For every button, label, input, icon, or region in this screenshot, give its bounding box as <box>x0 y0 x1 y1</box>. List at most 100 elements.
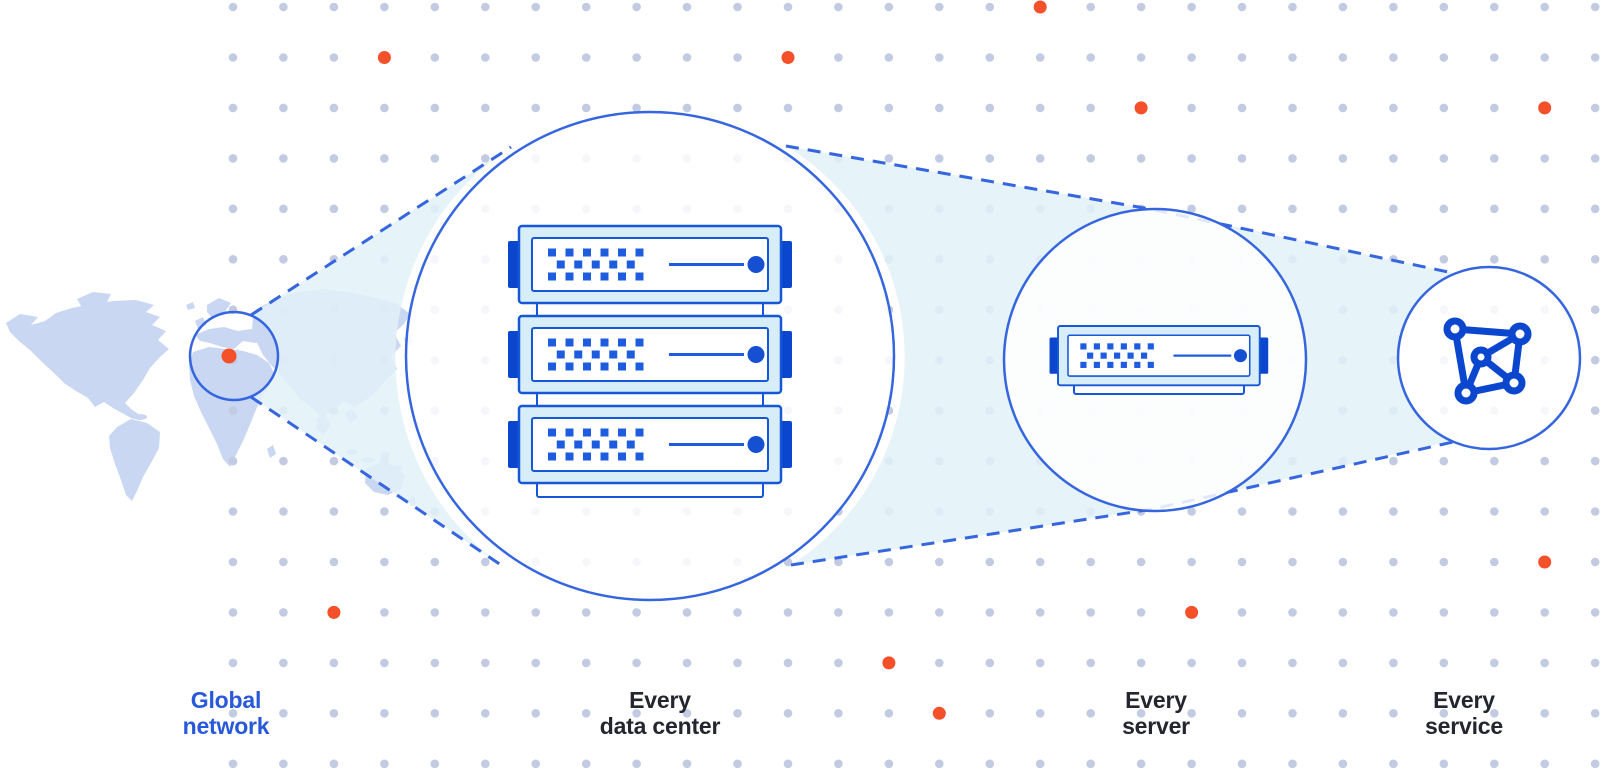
grid-dot <box>1439 456 1449 466</box>
grid-dot <box>481 103 490 113</box>
grid-dot <box>380 557 389 567</box>
grid-dot <box>884 103 894 113</box>
grid-dot <box>430 53 440 62</box>
grid-dot <box>1136 557 1146 567</box>
orange-dot <box>932 706 946 720</box>
orange-dot <box>1134 101 1148 115</box>
grid-dot <box>834 103 843 113</box>
grid-dot <box>985 709 995 718</box>
grid-dot <box>279 759 288 769</box>
orange-dot <box>377 51 391 64</box>
grid-dot <box>1540 53 1549 62</box>
grid-dot <box>1187 103 1196 113</box>
grid-dot <box>1590 204 1600 214</box>
grid-dot <box>380 103 389 113</box>
grid-dot <box>430 2 440 12</box>
grid-dot <box>1439 608 1449 617</box>
grid-dot <box>481 608 490 617</box>
label-every-data-center: Every data center <box>599 687 721 739</box>
grid-dot <box>884 557 894 567</box>
grid-dot <box>1439 53 1449 62</box>
grid-dot <box>985 154 995 163</box>
guide-top-right <box>785 144 1454 275</box>
grid-dot <box>279 53 288 62</box>
grid-dot <box>1187 53 1196 62</box>
grid-dot <box>279 154 288 163</box>
grid-dot <box>834 557 843 567</box>
guide-top-left <box>250 145 512 317</box>
grid-dot <box>430 709 440 718</box>
grid-dot <box>1540 759 1549 769</box>
grid-dot <box>1490 254 1499 264</box>
grid-dot <box>531 709 540 718</box>
grid-dot <box>430 759 440 769</box>
grid-dot <box>1590 305 1600 315</box>
grid-dot <box>481 53 490 62</box>
grid-dot <box>1187 759 1196 769</box>
grid-dot <box>1338 658 1348 668</box>
grid-dot <box>1439 103 1449 113</box>
grid-dot <box>581 658 591 668</box>
grid-dot <box>430 103 440 113</box>
grid-dot <box>1590 2 1600 12</box>
grid-dot <box>733 759 742 769</box>
grid-dot <box>1086 658 1095 668</box>
grid-dot <box>329 103 339 113</box>
grid-dot <box>279 709 288 718</box>
grid-dot <box>228 406 238 415</box>
grid-dot <box>1389 154 1398 163</box>
grid-dot <box>481 154 490 163</box>
grid-dot <box>884 154 894 163</box>
grid-dot <box>1086 557 1095 567</box>
grid-dot <box>279 2 288 12</box>
grid-dot <box>481 658 490 668</box>
location-marker-dot <box>221 348 237 364</box>
grid-dot <box>733 53 742 62</box>
grid-dot <box>1288 2 1297 12</box>
grid-dot <box>834 608 843 617</box>
grid-dot <box>279 608 288 617</box>
grid-dot <box>985 759 995 769</box>
grid-dot <box>1590 406 1600 415</box>
grid-dot <box>228 154 238 163</box>
grid-dot <box>1389 709 1398 718</box>
grid-dot <box>329 709 339 718</box>
label-every-service: Every service <box>1425 687 1503 739</box>
guide-bottom-right <box>790 440 1454 567</box>
grid-dot <box>935 608 944 617</box>
grid-dot <box>1490 2 1499 12</box>
grid-dot <box>632 103 641 113</box>
grid-dot <box>1389 103 1398 113</box>
grid-dot <box>1237 2 1247 12</box>
grid-dot <box>783 759 793 769</box>
grid-dot <box>481 2 490 12</box>
grid-dot <box>531 608 540 617</box>
grid-dot <box>1490 608 1499 617</box>
grid-dot <box>1389 507 1398 516</box>
grid-dot <box>1237 204 1247 214</box>
grid-dot <box>1288 608 1297 617</box>
grid-dot <box>228 557 238 567</box>
grid-dot <box>783 2 793 12</box>
grid-dot <box>1338 103 1348 113</box>
label-line: data center <box>599 712 721 739</box>
grid-dot <box>783 608 793 617</box>
grid-dot <box>1389 456 1398 466</box>
grid-dot <box>1590 53 1600 62</box>
grid-dot <box>430 608 440 617</box>
grid-dot <box>632 608 641 617</box>
grid-dot <box>581 759 591 769</box>
grid-dot <box>228 103 238 113</box>
grid-dot <box>834 53 843 62</box>
grid-dot <box>329 658 339 668</box>
grid-dot <box>228 658 238 668</box>
label-line: network <box>182 712 270 739</box>
grid-dot <box>1338 557 1348 567</box>
grid-dot <box>1237 53 1247 62</box>
label-line: Every <box>1433 687 1495 713</box>
label-line: Global <box>190 687 262 713</box>
grid-dot <box>1389 608 1398 617</box>
grid-dot <box>1136 759 1146 769</box>
grid-dot <box>783 103 793 113</box>
